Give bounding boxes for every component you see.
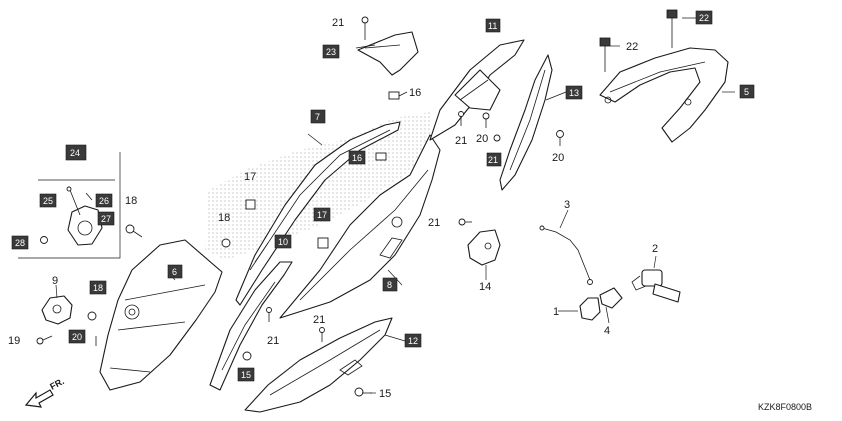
callout-17-left: 17: [244, 171, 256, 183]
box-callout-24: 24: [65, 144, 87, 161]
svg-text:12: 12: [408, 336, 418, 346]
callout-19: 19: [8, 335, 20, 347]
callout-4: 4: [604, 325, 610, 337]
callout-14: 14: [479, 281, 491, 293]
svg-text:26: 26: [99, 196, 109, 206]
callout-21-near-14: 21: [428, 217, 440, 229]
svg-text:15: 15: [241, 370, 251, 380]
box-callout-23: 23: [322, 44, 340, 59]
svg-text:11: 11: [488, 21, 497, 31]
svg-text:8: 8: [387, 280, 392, 290]
direction-label: FR.: [48, 376, 65, 392]
svg-text:22: 22: [699, 13, 709, 23]
part-11-upper-cover[interactable]: [429, 39, 525, 141]
callout-18-mid: 18: [218, 212, 230, 224]
fasteners: [36, 9, 678, 397]
part-3-cable[interactable]: [539, 225, 593, 285]
box-callout-28: 28: [11, 235, 29, 250]
box-callout-11: 11: [485, 18, 501, 33]
callout-21-bottom: 21: [267, 335, 279, 347]
callout-2: 2: [652, 243, 658, 255]
boxed-callouts: 23 11 22 5 13 7 21 16: [11, 10, 755, 382]
box-callout-5: 5: [739, 84, 755, 99]
callout-15: 15: [379, 388, 391, 400]
reference-code: KZK8F0800B: [758, 402, 812, 412]
part-23-small-cover[interactable]: [357, 31, 419, 76]
box-callout-25: 25: [39, 193, 57, 208]
box-callout-27: 27: [97, 211, 115, 226]
part-2-key-cylinder[interactable]: [631, 269, 681, 303]
box-callout-26: 26: [95, 193, 113, 208]
part-1-latch[interactable]: [579, 297, 601, 321]
part-10-inner-rail[interactable]: [209, 261, 293, 391]
svg-text:27: 27: [101, 214, 111, 224]
svg-text:28: 28: [15, 238, 25, 248]
box-callout-22: 22: [695, 10, 713, 25]
part-14-bracket[interactable]: [467, 229, 501, 266]
part-12-lower-skirt[interactable]: [244, 317, 393, 413]
svg-text:13: 13: [569, 88, 579, 98]
box-callout-18: 18: [89, 280, 107, 295]
box-callout-12: 12: [404, 333, 422, 348]
callout-3: 3: [564, 199, 570, 211]
box-callout-21: 21: [486, 152, 502, 167]
part-13-rear-side-strip[interactable]: [499, 54, 553, 191]
svg-text:6: 6: [172, 267, 177, 277]
callout-16-top: 16: [409, 87, 421, 99]
box-callout-7: 7: [310, 109, 326, 124]
callout-21-top: 21: [332, 17, 344, 29]
box-callout-10: 10: [274, 234, 292, 249]
part-9-bracket[interactable]: [41, 295, 73, 325]
callout-20-mid: 20: [476, 133, 488, 145]
callout-20-right: 20: [552, 152, 564, 164]
part-7-upper-rail[interactable]: [235, 121, 401, 306]
svg-text:5: 5: [744, 87, 749, 97]
box-callout-8: 8: [382, 277, 398, 292]
part-5-grab-rail[interactable]: [599, 47, 729, 143]
svg-text:17: 17: [317, 210, 327, 220]
svg-text:23: 23: [326, 47, 336, 57]
box-callout-6: 6: [167, 264, 183, 279]
svg-text:10: 10: [278, 237, 288, 247]
part-8-body-side-cover[interactable]: [279, 134, 441, 319]
part-6-lower-side-cover[interactable]: [99, 239, 223, 391]
box-callout-20: 20: [68, 329, 86, 344]
svg-text:25: 25: [43, 196, 53, 206]
callout-9: 9: [52, 275, 58, 287]
box-callout-15: 15: [237, 367, 255, 382]
svg-text:16: 16: [352, 153, 362, 163]
svg-text:21: 21: [488, 155, 498, 165]
callout-1: 1: [553, 306, 559, 318]
callout-18-left: 18: [125, 195, 137, 207]
leader-lines: [55, 17, 735, 394]
part-4-clip[interactable]: [599, 287, 623, 309]
arrow-icon: [24, 389, 54, 408]
front-direction-arrow: FR.: [24, 376, 66, 408]
svg-text:24: 24: [70, 148, 80, 158]
svg-text:20: 20: [72, 332, 82, 342]
callout-22-left: 22: [626, 41, 638, 53]
box-callout-13: 13: [565, 85, 583, 100]
svg-text:7: 7: [315, 112, 320, 122]
box-callout-17: 17: [313, 207, 331, 222]
svg-text:18: 18: [93, 283, 103, 293]
part-24-hook-assembly[interactable]: [18, 152, 121, 259]
callout-labels: 21 22 16 21 20 20 17 18 18 21 3 2 14 9 1…: [8, 17, 658, 400]
callout-21-mid: 21: [455, 135, 467, 147]
callout-21-lower: 21: [313, 314, 325, 326]
box-callout-16: 16: [348, 150, 366, 165]
